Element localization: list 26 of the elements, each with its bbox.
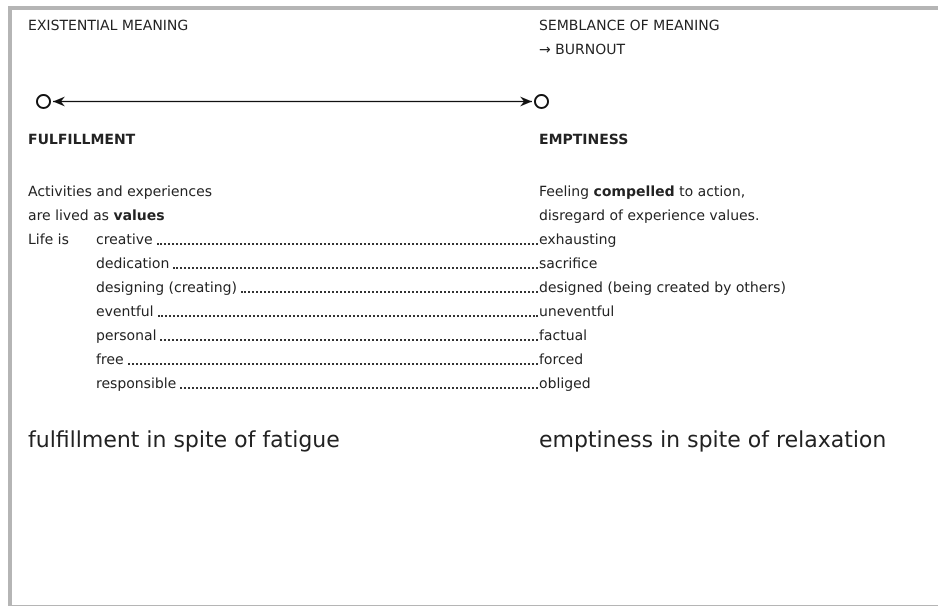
contrast-term: designed (being created by others) <box>539 279 786 298</box>
summary-text: emptiness in spite of relaxation <box>539 427 886 455</box>
contrast-term: obliged <box>539 375 591 394</box>
column-heading: SEMBLANCE OF MEANING <box>539 17 720 36</box>
contrast-term: free <box>96 348 538 372</box>
double-headed-arrow <box>53 96 532 106</box>
contrast-term: creative <box>96 228 538 252</box>
contrast-term: uneventful <box>539 303 614 322</box>
contrast-term: forced <box>539 351 584 370</box>
summary-text: fulfillment in spite of fatigue <box>28 427 340 455</box>
contrast-term: designing (creating) <box>96 276 538 300</box>
contrast-term: personal <box>96 324 538 348</box>
pole-heading: FULFILLMENT <box>28 131 136 150</box>
column-heading: → BURNOUT <box>539 41 626 60</box>
contrast-term: sacrifice <box>539 255 598 274</box>
contrast-term: eventful <box>96 300 538 324</box>
contrast-term: factual <box>539 327 588 346</box>
description-text: Feeling compelled to action, disregard of experience values. <box>539 183 760 226</box>
circle-node <box>534 94 549 109</box>
contrast-term: responsible <box>96 372 538 396</box>
contrast-term: dedication <box>96 252 538 276</box>
circle-node <box>36 94 51 109</box>
column-heading: EXISTENTIAL MEANING <box>28 17 188 36</box>
contrast-term: exhausting <box>539 231 616 250</box>
row-label: Life is <box>28 231 69 250</box>
pole-heading: EMPTINESS <box>539 131 628 150</box>
